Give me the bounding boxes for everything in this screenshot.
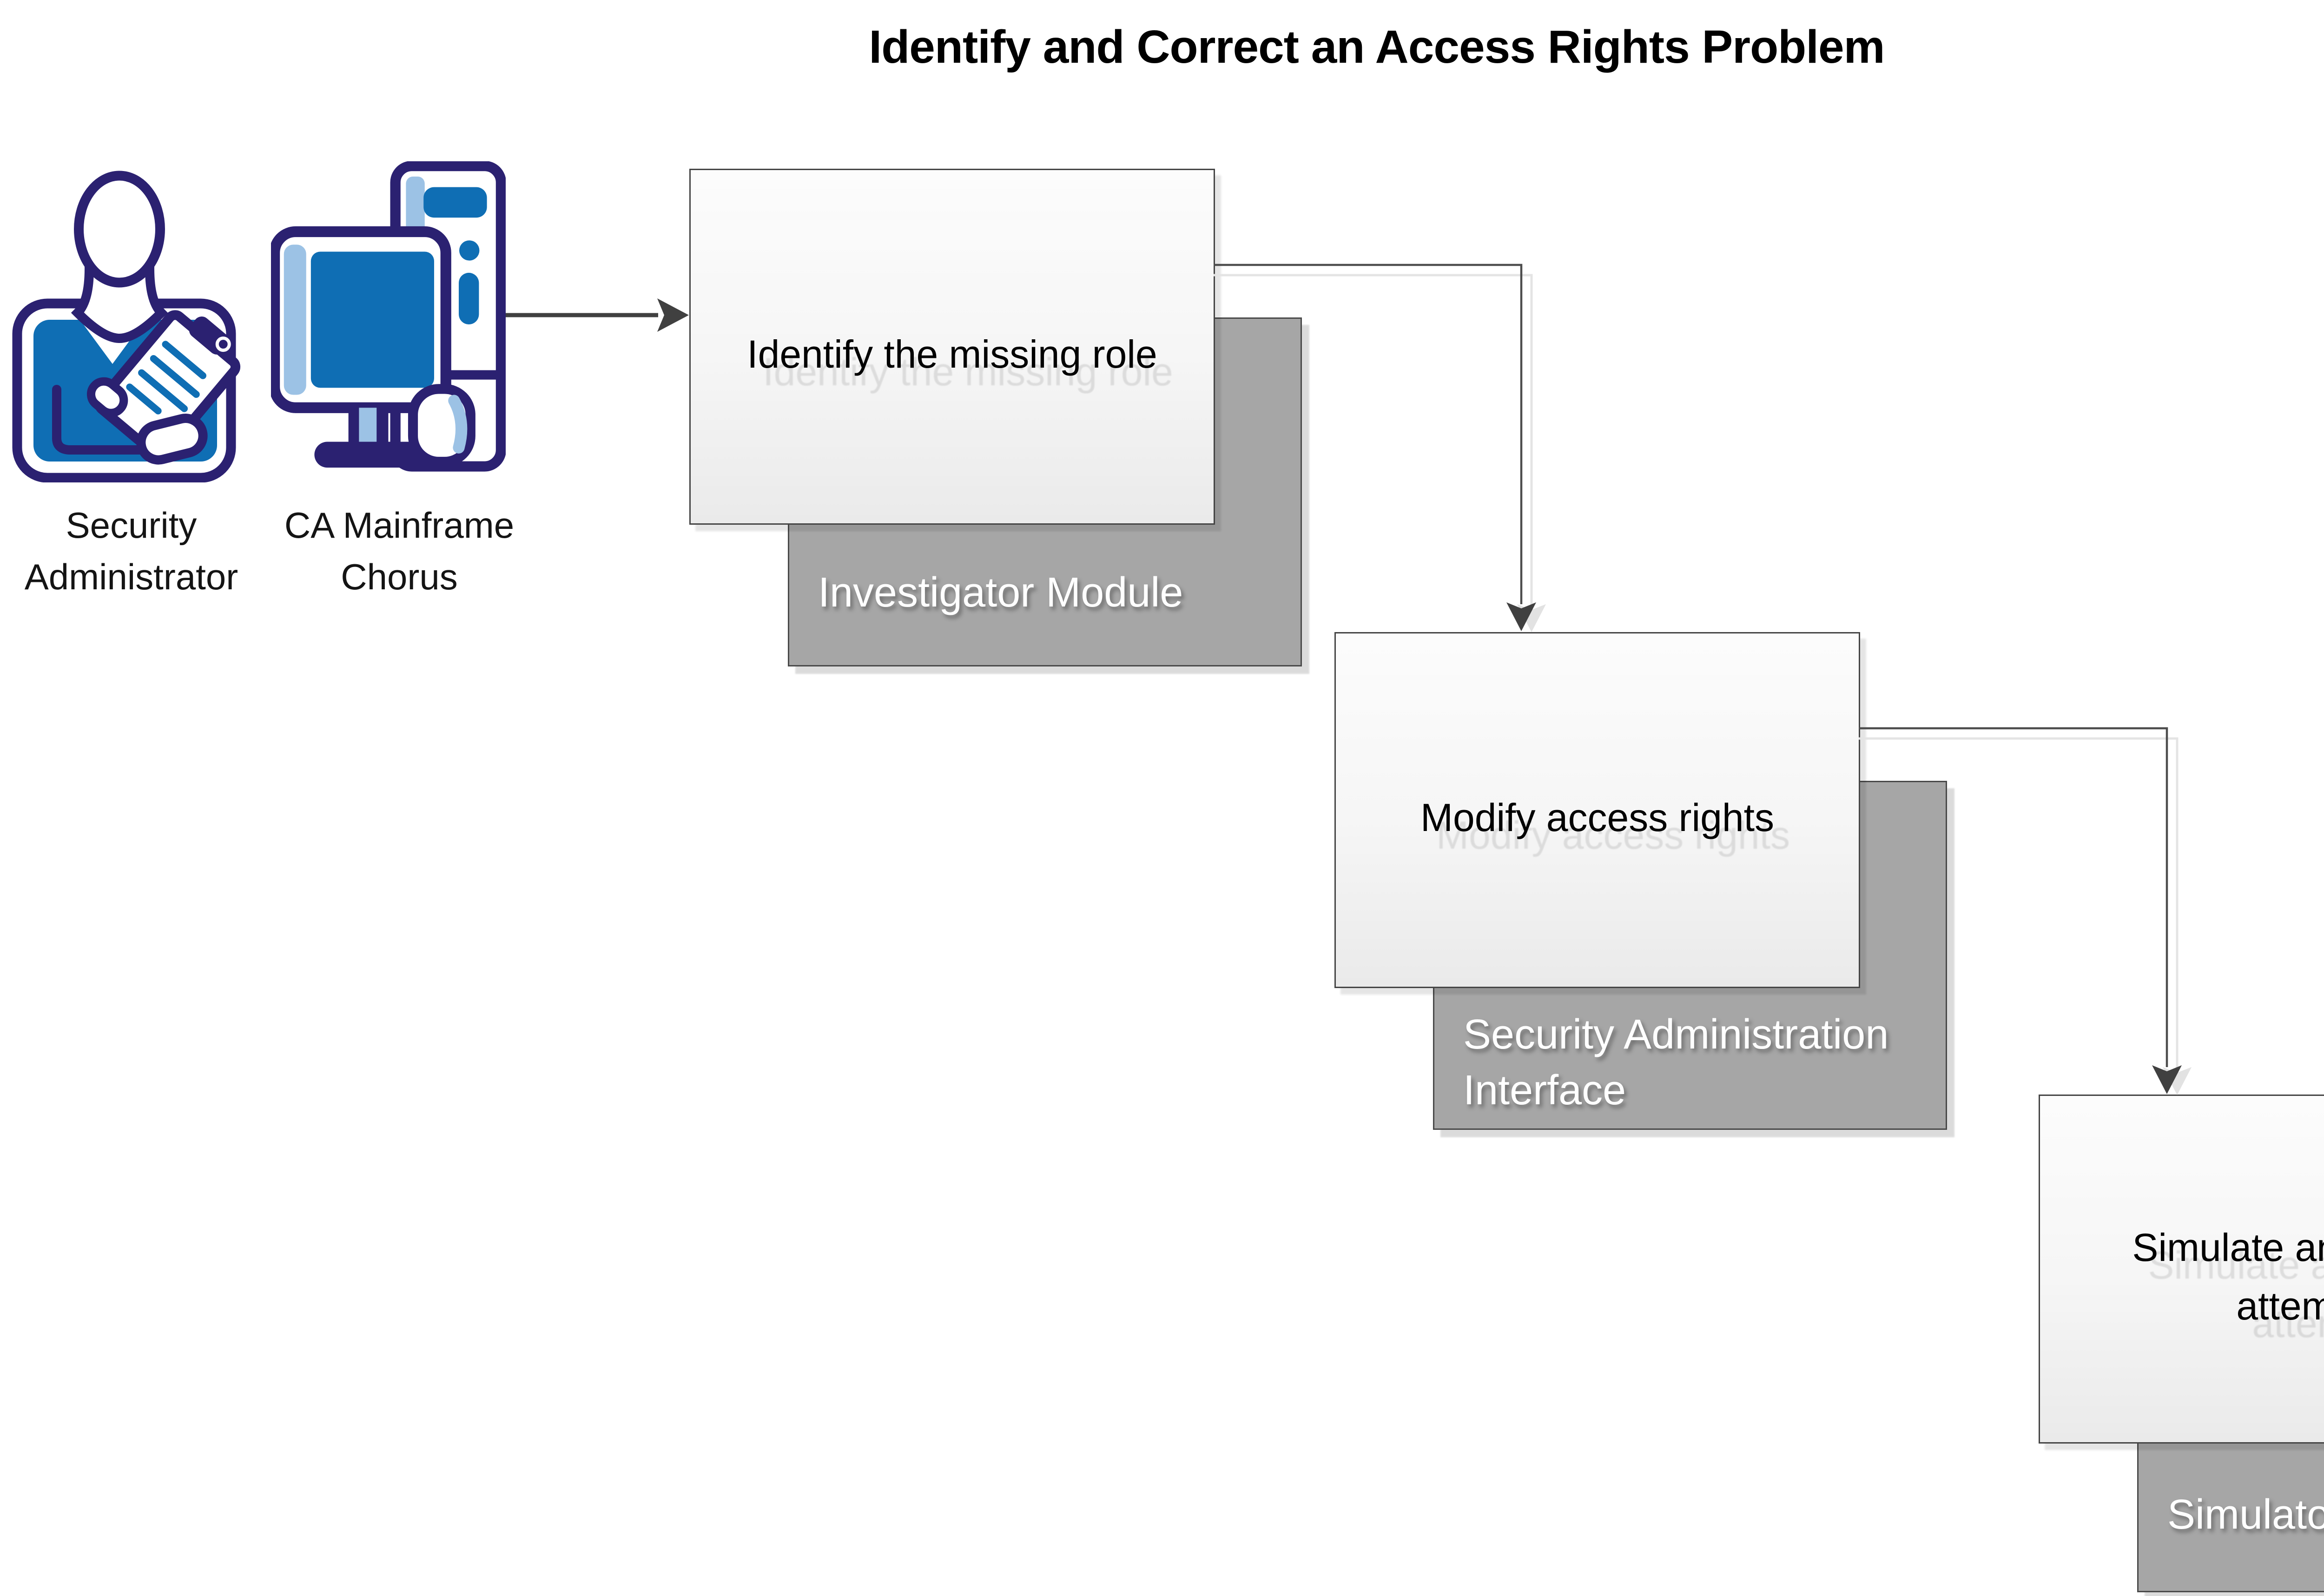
arrow-actor-to-step1 (506, 298, 689, 332)
clipboard-icon (86, 310, 241, 461)
diagram-title: Identify and Correct an Access Rights Pr… (869, 21, 1885, 73)
module-label: Simulator (2167, 1491, 2324, 1538)
step-box-modify-access-rights: Modify access rights (1334, 632, 1860, 988)
step-action-label: Identify the missing role (747, 332, 1157, 376)
step-box-identify-missing-role: Identify the missing role (689, 169, 1215, 525)
step-action-label: Modify access rights (1420, 796, 1774, 839)
actor-label-security-administrator: Security Administrator (24, 505, 238, 597)
step-action-label: Simulate an access attempt (2132, 1225, 2324, 1328)
security-administrator-icon (12, 171, 241, 482)
module-label: Security Administration Interface (1463, 1011, 1889, 1114)
mainframe-computer-icon (271, 161, 506, 472)
actor-label-ca-mainframe-chorus: CA Mainframe Chorus (284, 505, 515, 597)
module-label: Investigator Module (818, 569, 1183, 616)
step-box-simulate-access-attempt: Simulate an access attempt (2039, 1095, 2324, 1444)
